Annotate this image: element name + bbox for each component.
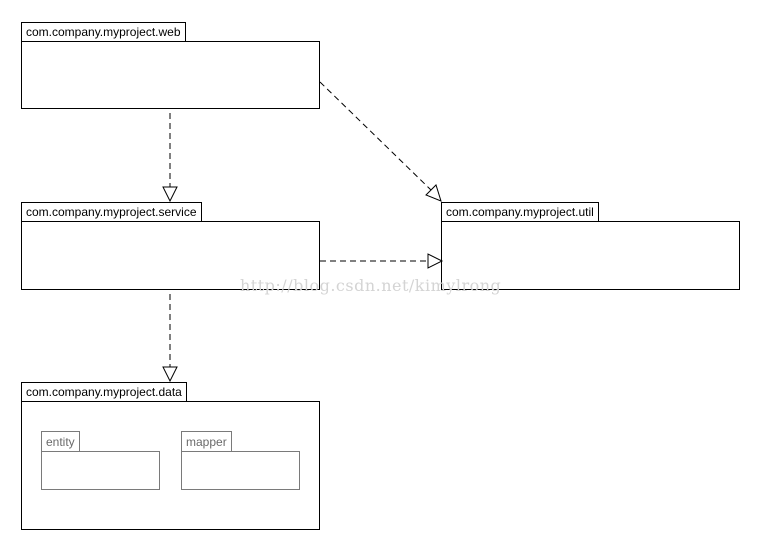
package-util-label: com.company.myproject.util (441, 202, 599, 221)
package-service[interactable]: com.company.myproject.service (21, 202, 320, 290)
package-data-label: com.company.myproject.data (21, 382, 187, 401)
subpackage-mapper-body (181, 451, 300, 490)
arrow-web-to-service-head (162, 186, 178, 203)
package-service-label: com.company.myproject.service (21, 202, 202, 221)
subpackage-entity-body (41, 451, 160, 490)
package-web[interactable]: com.company.myproject.web (21, 22, 320, 109)
arrow-web-to-util-head (425, 184, 442, 202)
subpackage-mapper-label: mapper (181, 431, 232, 451)
arrow-service-to-util-head (427, 253, 444, 269)
subpackage-entity[interactable]: entity (41, 431, 160, 490)
package-service-body (21, 221, 320, 290)
watermark-text: http://blog.csdn.net/kimylrong (240, 276, 502, 295)
subpackage-entity-label: entity (41, 431, 80, 451)
arrow-web-to-util-line (319, 81, 432, 191)
package-util[interactable]: com.company.myproject.util (441, 202, 740, 290)
package-web-body (21, 41, 320, 109)
package-util-body (441, 221, 740, 290)
subpackage-mapper[interactable]: mapper (181, 431, 300, 490)
package-web-label: com.company.myproject.web (21, 22, 186, 41)
arrow-service-to-data-head (162, 366, 178, 383)
